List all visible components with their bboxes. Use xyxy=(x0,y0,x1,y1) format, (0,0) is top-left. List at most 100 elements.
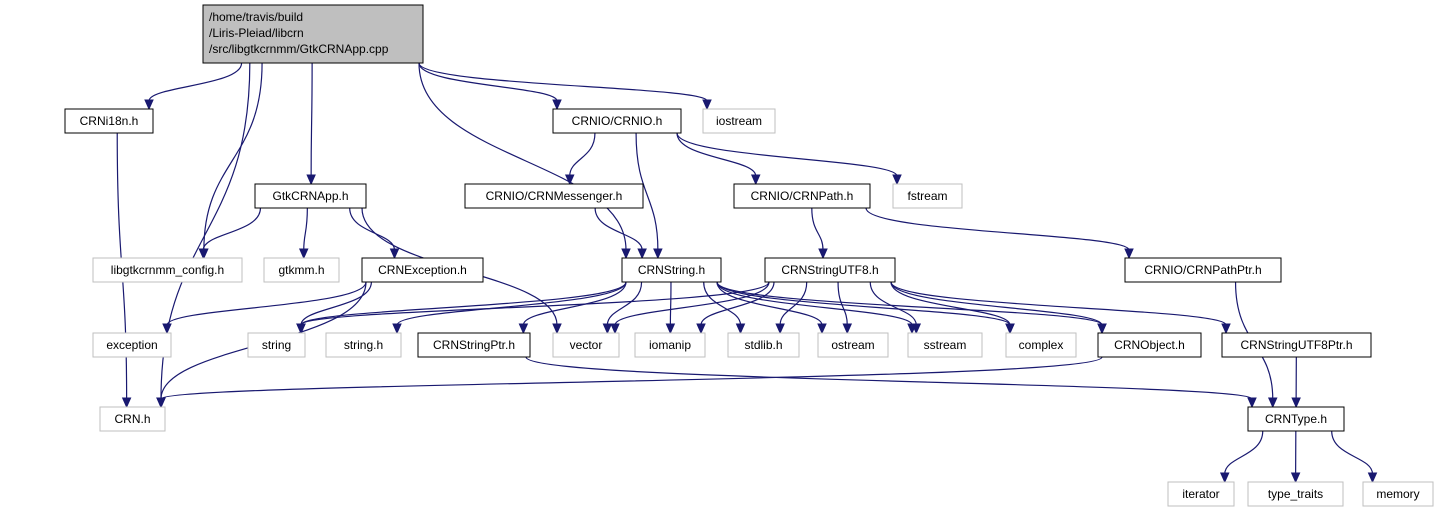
node-label: /Liris-Pleiad/libcrn xyxy=(209,26,304,40)
node-root[interactable]: /home/travis/build/Liris-Pleiad/libcrn/s… xyxy=(202,4,424,64)
node-box xyxy=(907,332,983,358)
node-box xyxy=(92,257,243,283)
edge-line xyxy=(869,281,917,326)
node-box xyxy=(1221,332,1372,358)
edge-root-to-iostream xyxy=(418,62,712,111)
node-label: CRNObject.h xyxy=(1114,338,1185,352)
edge-line xyxy=(606,281,643,326)
node-box xyxy=(1097,332,1202,358)
edge-line xyxy=(811,207,824,251)
node-utf8[interactable]: CRNStringUTF8.h xyxy=(764,257,896,283)
arrowhead-icon xyxy=(392,323,402,335)
node-box xyxy=(263,257,340,283)
node-box xyxy=(325,332,402,358)
edge-crnio-to-fstream xyxy=(676,132,902,186)
edge-line xyxy=(148,62,243,102)
node-label: CRNType.h xyxy=(1265,412,1327,426)
node-messenger[interactable]: CRNIO/CRNMessenger.h xyxy=(464,183,644,209)
arrowhead-icon xyxy=(156,397,166,409)
edge-exceptionh-to-string xyxy=(296,281,372,335)
arrowhead-icon xyxy=(296,323,306,335)
node-memory: memory xyxy=(1362,481,1434,507)
node-label: complex xyxy=(1019,338,1064,352)
edge-line xyxy=(300,281,770,326)
node-box xyxy=(464,183,644,209)
edge-utf8-to-sstream xyxy=(869,281,922,335)
node-crni18n[interactable]: CRNi18n.h xyxy=(64,108,154,134)
node-stringh: string.h xyxy=(325,332,402,358)
node-crnpath[interactable]: CRNIO/CRNPath.h xyxy=(733,183,871,209)
node-label: CRNIO/CRNMessenger.h xyxy=(486,189,623,203)
edge-line xyxy=(779,281,808,326)
arrowhead-icon xyxy=(1267,397,1278,409)
node-crnstring[interactable]: CRNString.h xyxy=(621,257,722,283)
node-label: sstream xyxy=(924,338,967,352)
arrowhead-icon xyxy=(1247,397,1257,409)
node-label: iomanip xyxy=(649,338,691,352)
edge-line xyxy=(525,356,1253,400)
node-box xyxy=(817,332,889,358)
edge-crnobject-to-crnh xyxy=(156,356,1103,409)
node-exceptionh[interactable]: CRNException.h xyxy=(361,257,484,283)
edge-root-to-gtkcrnapp xyxy=(306,62,316,186)
node-box xyxy=(1362,481,1434,507)
node-iterator: iterator xyxy=(1167,481,1235,507)
node-label: CRNIO/CRNIO.h xyxy=(572,114,663,128)
arrowhead-icon xyxy=(750,174,761,186)
edge-crnstring-to-complex xyxy=(716,281,1015,335)
edge-line xyxy=(703,281,742,326)
node-label: fstream xyxy=(907,189,947,203)
node-box xyxy=(733,183,871,209)
edge-line xyxy=(418,62,627,251)
node-label: CRNIO/CRNPath.h xyxy=(751,189,854,203)
edge-utf8-to-string xyxy=(296,281,770,335)
edge-crnstring-to-sstream xyxy=(716,281,917,335)
node-gtkcrnapp[interactable]: GtkCRNApp.h xyxy=(254,183,367,209)
edge-root-to-crnstring xyxy=(418,62,631,260)
arrowhead-icon xyxy=(610,323,620,335)
arrowhead-icon xyxy=(1367,472,1378,484)
graph-edges xyxy=(116,62,1378,484)
arrowhead-icon xyxy=(306,174,316,186)
node-label: iterator xyxy=(1182,487,1219,501)
edge-root-to-crni18n xyxy=(144,62,243,111)
edge-line xyxy=(310,62,313,177)
node-utf8ptr[interactable]: CRNStringUTF8Ptr.h xyxy=(1221,332,1372,358)
edge-line xyxy=(349,207,396,251)
arrowhead-icon xyxy=(775,323,785,335)
node-box xyxy=(92,332,172,358)
node-crnobject[interactable]: CRNObject.h xyxy=(1097,332,1202,358)
node-label: CRNIO/CRNPathPtr.h xyxy=(1144,263,1261,277)
edge-root-to-crnio xyxy=(418,62,562,111)
edge-utf8-to-ostream xyxy=(837,281,853,335)
node-gtkmm: gtkmm.h xyxy=(263,257,340,283)
node-crnio[interactable]: CRNIO/CRNIO.h xyxy=(552,108,682,134)
edge-crnstring-to-string xyxy=(296,281,627,335)
edge-line xyxy=(676,132,898,177)
node-crntype[interactable]: CRNType.h xyxy=(1247,406,1345,432)
arrowhead-icon xyxy=(1219,472,1230,484)
node-label: vector xyxy=(570,338,603,352)
node-label: string.h xyxy=(344,338,383,352)
node-config: libgtkcrnmm_config.h xyxy=(92,257,243,283)
arrowhead-icon xyxy=(817,323,827,335)
node-box xyxy=(892,183,963,209)
node-box xyxy=(1247,406,1345,432)
edge-utf8-to-vector xyxy=(610,281,770,335)
node-exception: exception xyxy=(92,332,172,358)
arrowhead-icon xyxy=(911,323,922,335)
node-label: /src/libgtkcrnmm/GtkCRNApp.cpp xyxy=(209,42,389,56)
edge-line xyxy=(203,62,263,251)
node-label: /home/travis/build xyxy=(209,10,303,24)
graph-nodes: /home/travis/build/Liris-Pleiad/libcrn/s… xyxy=(64,4,1434,507)
arrowhead-icon xyxy=(637,248,647,260)
edge-line xyxy=(303,207,308,251)
edge-line xyxy=(202,207,262,251)
node-pathptr[interactable]: CRNIO/CRNPathPtr.h xyxy=(1124,257,1282,283)
edge-line xyxy=(890,281,1227,326)
edge-line xyxy=(300,281,372,326)
edge-crnio-to-messenger xyxy=(564,132,596,186)
node-stringptr[interactable]: CRNStringPtr.h xyxy=(417,332,531,358)
node-ostream: ostream xyxy=(817,332,889,358)
node-label: CRNString.h xyxy=(638,263,705,277)
